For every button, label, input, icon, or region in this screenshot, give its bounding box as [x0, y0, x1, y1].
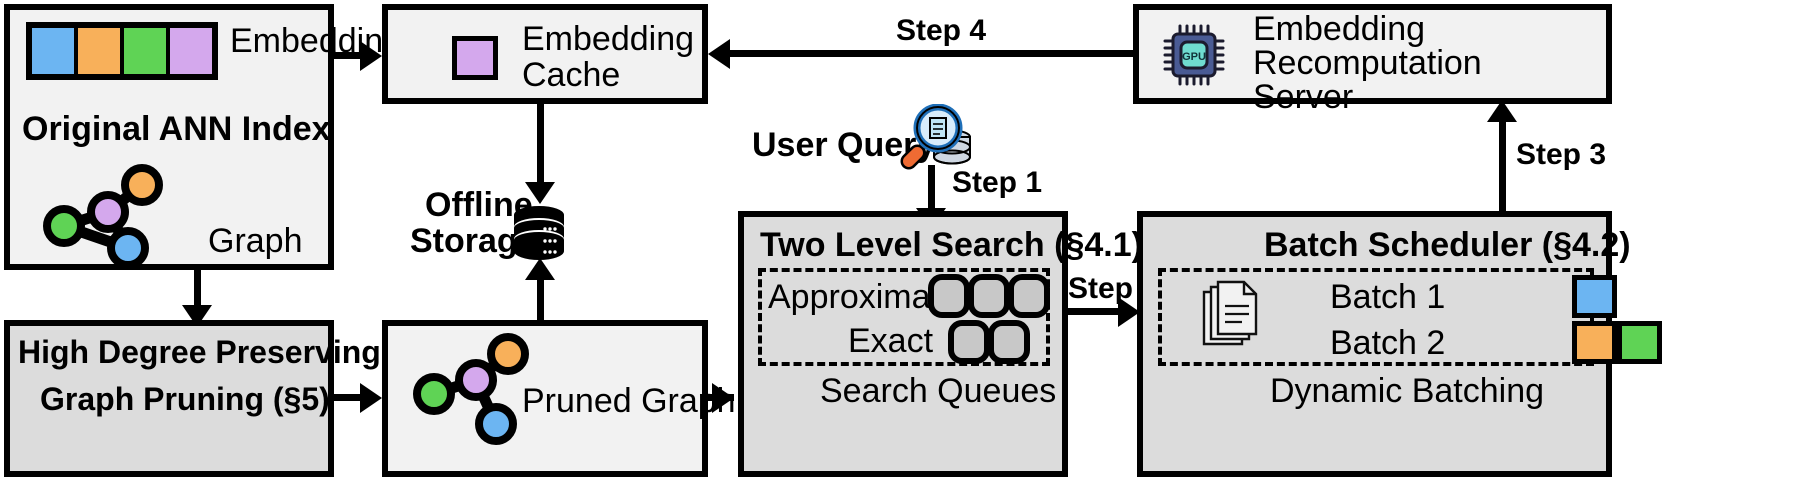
graph-pruning-box	[4, 320, 334, 477]
magnifier-database-icon	[898, 104, 974, 174]
recomputation-server-line2: Recomputation	[1253, 44, 1482, 82]
gpu-chip-icon: GPU	[1163, 24, 1225, 86]
arrow-step3-head	[1487, 100, 1517, 122]
database-icon	[512, 205, 566, 261]
embedding-cell-blue	[32, 28, 78, 74]
arrow-step4-head	[708, 39, 730, 69]
approximate-queue-slot-1[interactable]	[928, 274, 970, 318]
arrow-pruned-to-storage-line	[537, 278, 544, 320]
step1-label: Step 1	[952, 166, 1043, 199]
embedding-cell-orange	[78, 28, 124, 74]
gpu-icon-text: GPU	[1182, 51, 1206, 63]
embedding-strip	[26, 22, 218, 80]
approximate-queue-slot-2[interactable]	[968, 274, 1010, 318]
arrow-step2-line	[1068, 308, 1130, 315]
embedding-cache-line2: Cache	[522, 56, 621, 94]
embedding-cell-green	[124, 28, 170, 74]
embedding-cache-box	[382, 4, 708, 104]
arrow-cache-to-storage-line	[537, 104, 544, 186]
pruned-graph-figure	[408, 332, 543, 447]
graph-pruning-line1: High Degree Preserving	[18, 334, 381, 370]
exact-queue-slot-1[interactable]	[948, 320, 990, 364]
step3-label: Step 3	[1516, 138, 1607, 171]
arrow-step3-line	[1499, 120, 1506, 212]
two-level-search-title: Two Level Search (§4.1)	[760, 226, 1143, 264]
documents-icon	[1200, 280, 1262, 352]
arrow-step2-head	[1118, 297, 1140, 327]
graph-pruning-line2: Graph Pruning (§5)	[40, 381, 330, 417]
arrow-pruned-to-search-head	[712, 383, 734, 413]
arrow-pruning-to-pruned-line	[334, 394, 362, 401]
original-ann-index-title: Original ANN Index	[22, 110, 331, 148]
batch-1-label: Batch 1	[1330, 278, 1446, 316]
approximate-label: Approximate	[768, 278, 959, 316]
graph-label: Graph	[208, 222, 303, 260]
batch-2-chip-green	[1617, 321, 1662, 364]
dynamic-batching-footer: Dynamic Batching	[1270, 372, 1545, 410]
arrow-step1-line	[928, 165, 935, 213]
embedding-cache-chip	[452, 36, 498, 80]
original-graph-figure	[30, 160, 190, 265]
exact-queue-slot-2[interactable]	[988, 320, 1030, 364]
exact-label: Exact	[848, 322, 934, 360]
embedding-cell-purple	[170, 28, 212, 74]
arrow-pruning-to-pruned-head	[360, 383, 382, 413]
search-queues-dashed-region	[758, 268, 1050, 366]
batch-1-chip-blue	[1572, 275, 1617, 318]
pruned-graph-label: Pruned Graph	[522, 382, 736, 420]
embedding-cache-line1: Embedding	[522, 20, 695, 58]
batch-scheduler-title: Batch Scheduler (§4.2)	[1264, 226, 1631, 264]
batch-2-label: Batch 2	[1330, 324, 1446, 362]
arrow-index-to-pruning-line	[194, 270, 201, 308]
arrow-cache-to-storage-head	[525, 182, 555, 204]
batch-2-chip-orange	[1572, 321, 1617, 364]
arrow-step4-line	[726, 50, 1136, 57]
step4-label: Step 4	[896, 14, 987, 47]
arrow-index-to-cache-line	[334, 52, 362, 59]
recomputation-server-line1: Embedding	[1253, 10, 1426, 48]
search-queues-footer: Search Queues	[820, 372, 1057, 410]
recomputation-server-line3: Server	[1253, 78, 1354, 116]
approximate-queue-slot-3[interactable]	[1008, 274, 1050, 318]
arrow-index-to-cache-head	[360, 41, 382, 71]
arrow-pruned-to-storage-head	[525, 258, 555, 280]
